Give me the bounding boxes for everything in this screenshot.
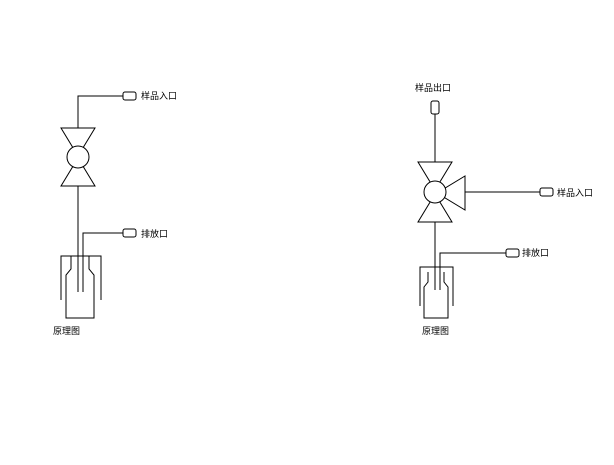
right-drain-connector xyxy=(505,248,520,258)
right-inlet-label: 样品入口 xyxy=(557,187,593,199)
left-caption: 原理图 xyxy=(53,326,80,337)
left-bottle-holder xyxy=(60,255,102,300)
right-drain-pipe xyxy=(439,252,506,290)
right-outlet-label: 样品出口 xyxy=(415,82,451,94)
right-bottle-holder xyxy=(419,266,454,306)
left-drain-connector xyxy=(122,228,137,238)
left-drain-pipe xyxy=(82,232,123,292)
right-valve-upper-triangle xyxy=(417,161,453,191)
right-caption: 原理图 xyxy=(422,326,449,337)
left-drain-label: 排放口 xyxy=(141,228,168,240)
left-diagram: 样品入口 排放口 原理图 xyxy=(53,90,177,337)
left-inlet-connector xyxy=(122,91,137,101)
right-bottle xyxy=(423,272,449,319)
right-valve-side-triangle xyxy=(436,175,466,211)
right-valve-ball xyxy=(423,180,447,204)
left-inlet-label: 样品入口 xyxy=(141,90,177,102)
right-inlet-connector xyxy=(539,187,554,197)
right-diagram: 样品出口 样品入口 排放口 原理图 xyxy=(415,82,593,337)
left-valve-ball xyxy=(66,145,90,169)
right-drain-label: 排放口 xyxy=(522,247,549,259)
left-inlet-pipe xyxy=(77,95,123,122)
left-bottle xyxy=(65,256,95,319)
right-outlet-connector xyxy=(430,100,440,115)
